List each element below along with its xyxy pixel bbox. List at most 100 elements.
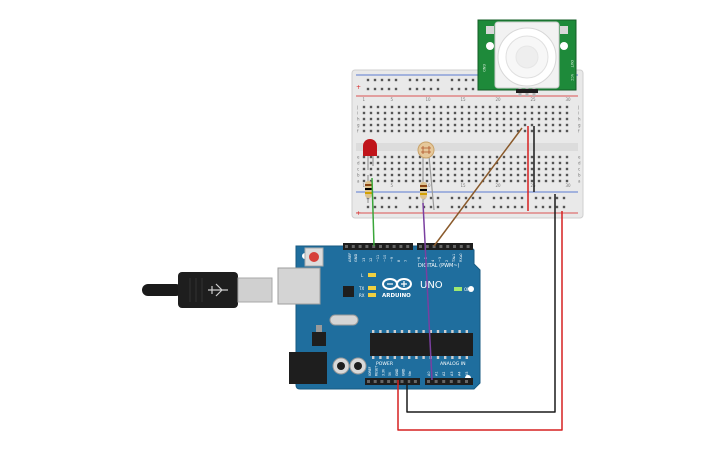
breadboard-hole xyxy=(481,155,485,159)
breadboard-hole xyxy=(474,123,478,127)
breadboard-hole xyxy=(467,123,471,127)
led-rx xyxy=(368,293,376,297)
breadboard-hole xyxy=(530,123,534,127)
breadboard-hole xyxy=(432,111,436,115)
breadboard-hole xyxy=(530,105,534,109)
rail-hole xyxy=(478,196,482,200)
breadboard-hole xyxy=(509,105,513,109)
row-letter: i xyxy=(578,111,579,116)
resistor-band xyxy=(365,188,372,190)
chip-pin xyxy=(386,356,389,359)
rail-hole xyxy=(506,205,510,209)
digital-pin-label: 7 xyxy=(404,260,408,262)
breadboard-hole xyxy=(481,123,485,127)
header-pin xyxy=(345,245,348,248)
pir-pin-label: VCC xyxy=(570,74,574,82)
rail-hole xyxy=(562,205,566,209)
rail-hole xyxy=(457,196,461,200)
breadboard-hole xyxy=(446,155,450,159)
breadboard-hole xyxy=(537,105,541,109)
rail-hole xyxy=(450,87,454,91)
breadboard-hole xyxy=(390,111,394,115)
chip-pins xyxy=(372,330,468,359)
breadboard-hole xyxy=(376,111,380,115)
row-letter: d xyxy=(357,161,360,166)
led-rx-label: RX xyxy=(359,293,365,298)
digital-pin-label: ~3 xyxy=(438,257,442,262)
breadboard-hole xyxy=(523,129,527,133)
rail-hole xyxy=(450,196,454,200)
breadboard-hole xyxy=(558,173,562,177)
header-pin xyxy=(434,380,438,383)
rail-hole xyxy=(492,196,496,200)
voltage-regulator xyxy=(312,332,326,346)
led-on-label: ON xyxy=(464,287,470,292)
breadboard-hole xyxy=(474,179,478,183)
breadboard-hole xyxy=(523,155,527,159)
breadboard-hole xyxy=(446,117,450,121)
breadboard-hole xyxy=(544,105,548,109)
breadboard-hole xyxy=(481,111,485,115)
breadboard-hole xyxy=(544,117,548,121)
breadboard-hole xyxy=(544,167,548,171)
breadboard-hole xyxy=(467,117,471,121)
breadboard-hole xyxy=(523,179,527,183)
breadboard-hole xyxy=(439,155,443,159)
breadboard-hole xyxy=(390,105,394,109)
breadboard-hole xyxy=(425,179,429,183)
breadboard-hole xyxy=(411,167,415,171)
breadboard-hole xyxy=(558,129,562,133)
rail-hole xyxy=(415,205,419,209)
breadboard-hole xyxy=(516,173,520,177)
header-pin xyxy=(446,245,450,248)
breadboard-hole xyxy=(516,105,520,109)
breadboard-hole xyxy=(558,123,562,127)
reset-button-cap[interactable] xyxy=(309,252,319,262)
row-letter: b xyxy=(578,173,581,178)
breadboard-hole xyxy=(397,123,401,127)
gnd-label: GND xyxy=(354,254,358,262)
breadboard-hole xyxy=(383,105,387,109)
breadboard-hole xyxy=(432,179,436,183)
rail-hole xyxy=(464,78,468,82)
breadboard-hole xyxy=(369,111,373,115)
breadboard-hole xyxy=(411,129,415,133)
breadboard-hole xyxy=(362,179,366,183)
digital-header-left xyxy=(343,243,413,250)
rail-hole xyxy=(499,196,503,200)
rail-hole xyxy=(541,205,545,209)
chip-pin xyxy=(429,330,432,333)
breadboard-hole xyxy=(488,155,492,159)
breadboard-hole xyxy=(488,129,492,133)
rail-hole xyxy=(548,196,552,200)
ldr-leg xyxy=(428,155,435,211)
breadboard-hole xyxy=(558,117,562,121)
wire-black-gnd xyxy=(406,194,556,413)
breadboard-hole xyxy=(418,173,422,177)
header-pin xyxy=(459,245,463,248)
pir-pin-label: GND xyxy=(482,64,486,72)
power-pin-label: 3.3V xyxy=(381,368,385,376)
pir-pad xyxy=(560,26,568,34)
rail-hole xyxy=(380,205,384,209)
chip-pin xyxy=(372,356,375,359)
analog-pin-label: A3 xyxy=(450,372,454,376)
rail-hole xyxy=(450,205,454,209)
breadboard-hole xyxy=(411,173,415,177)
chip-pin xyxy=(372,330,375,333)
usb-plug-metal xyxy=(237,277,273,303)
header-pin xyxy=(457,380,461,383)
breadboard-hole xyxy=(418,117,422,121)
breadboard-hole xyxy=(383,111,387,115)
rail-hole xyxy=(408,196,412,200)
breadboard-hole xyxy=(530,179,534,183)
power-pin-label: 5V xyxy=(388,371,392,376)
row-letter: a xyxy=(357,179,360,184)
breadboard-hole xyxy=(411,105,415,109)
header-pin xyxy=(466,245,470,248)
breadboard-hole xyxy=(509,129,513,133)
breadboard-hole xyxy=(453,173,457,177)
breadboard-hole xyxy=(418,105,422,109)
